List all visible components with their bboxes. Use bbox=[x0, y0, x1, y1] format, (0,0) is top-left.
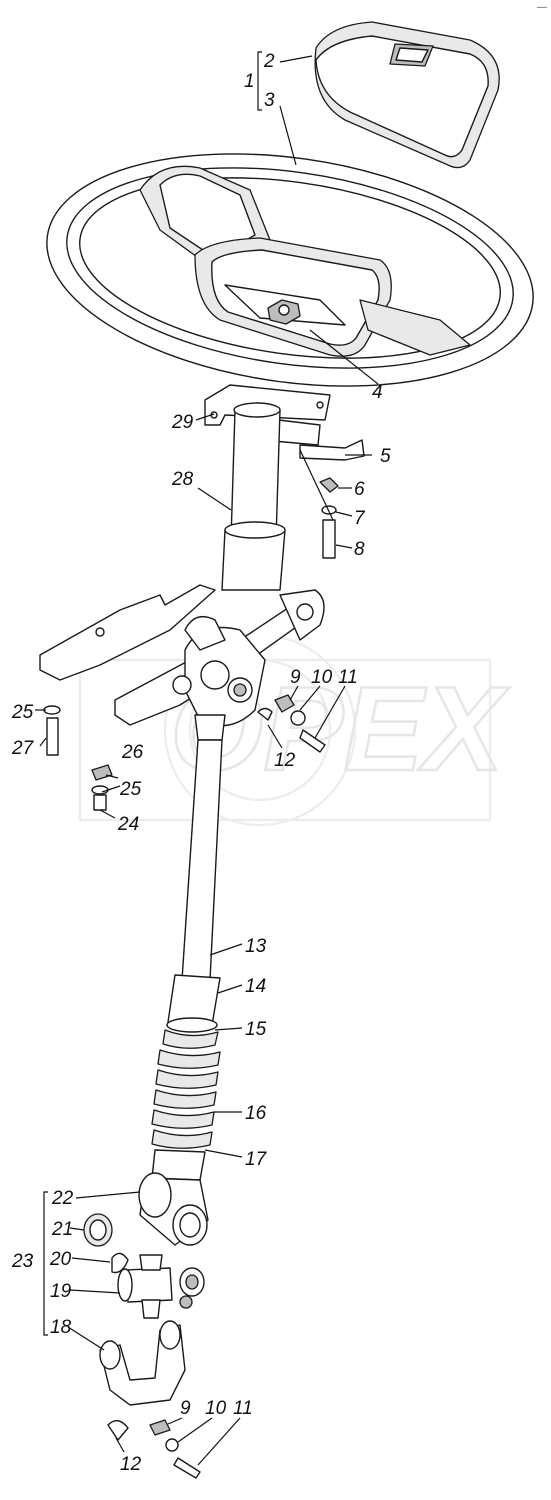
callout-22: 22 bbox=[51, 1188, 74, 1209]
snap-ring bbox=[111, 1252, 129, 1274]
callout-17: 17 bbox=[245, 1149, 268, 1170]
callout-10-lower: 10 bbox=[205, 1398, 227, 1419]
hardware-bottom bbox=[107, 1419, 201, 1479]
callout-13: 13 bbox=[245, 936, 267, 957]
needle-bearing bbox=[83, 1213, 113, 1247]
callout-14: 14 bbox=[245, 976, 266, 997]
callout-6: 6 bbox=[354, 479, 365, 500]
callout-19: 19 bbox=[50, 1281, 72, 1302]
callout-10-upper: 10 bbox=[311, 667, 333, 688]
callout-25-lower: 25 bbox=[119, 779, 142, 800]
callout-1: 1 bbox=[244, 71, 255, 92]
corner-mark: — bbox=[537, 2, 547, 13]
callout-25-upper: 25 bbox=[11, 702, 34, 723]
protective-boot bbox=[151, 974, 221, 1181]
leader-lines bbox=[35, 51, 379, 1466]
callout-4: 4 bbox=[372, 382, 383, 403]
callout-labels: 1 2 3 4 5 6 7 8 29 28 9 10 11 12 25 27 2… bbox=[11, 51, 391, 1475]
callout-3-top: 3 bbox=[264, 90, 275, 111]
callout-8: 8 bbox=[354, 539, 365, 560]
callout-9-upper: 9 bbox=[290, 667, 301, 688]
callout-12-upper: 12 bbox=[274, 750, 296, 771]
column-bracket bbox=[204, 384, 365, 461]
callout-23: 23 bbox=[11, 1251, 34, 1272]
hardware-upper-right bbox=[257, 694, 326, 753]
callout-21: 21 bbox=[51, 1219, 73, 1240]
callout-11-lower: 11 bbox=[233, 1398, 253, 1419]
callout-9-lower: 9 bbox=[180, 1398, 191, 1419]
hardware-left bbox=[43, 705, 113, 811]
watermark: OPEX bbox=[78, 633, 512, 827]
upper-universal-joint bbox=[172, 616, 266, 741]
callout-11-upper: 11 bbox=[338, 667, 358, 688]
callout-2-top: 2 bbox=[263, 51, 275, 72]
callout-7: 7 bbox=[354, 508, 366, 529]
callout-12-lower: 12 bbox=[120, 1454, 142, 1475]
callout-24: 24 bbox=[117, 814, 139, 835]
callout-15: 15 bbox=[245, 1019, 267, 1040]
cross-spider bbox=[117, 1254, 205, 1319]
callout-16: 16 bbox=[245, 1103, 267, 1124]
callout-5: 5 bbox=[380, 446, 391, 467]
hardware-top-right bbox=[319, 477, 339, 559]
callout-26: 26 bbox=[121, 742, 144, 763]
lower-yoke bbox=[138, 1172, 209, 1246]
steering-wheel bbox=[46, 153, 534, 387]
upper-shaft bbox=[221, 402, 286, 591]
callout-27: 27 bbox=[11, 738, 35, 759]
callout-18: 18 bbox=[50, 1317, 72, 1338]
callout-20: 20 bbox=[49, 1249, 72, 1270]
callout-28: 28 bbox=[171, 469, 194, 490]
lower-fork bbox=[99, 1320, 186, 1406]
horn-pad bbox=[314, 21, 500, 169]
callout-29: 29 bbox=[171, 412, 194, 433]
